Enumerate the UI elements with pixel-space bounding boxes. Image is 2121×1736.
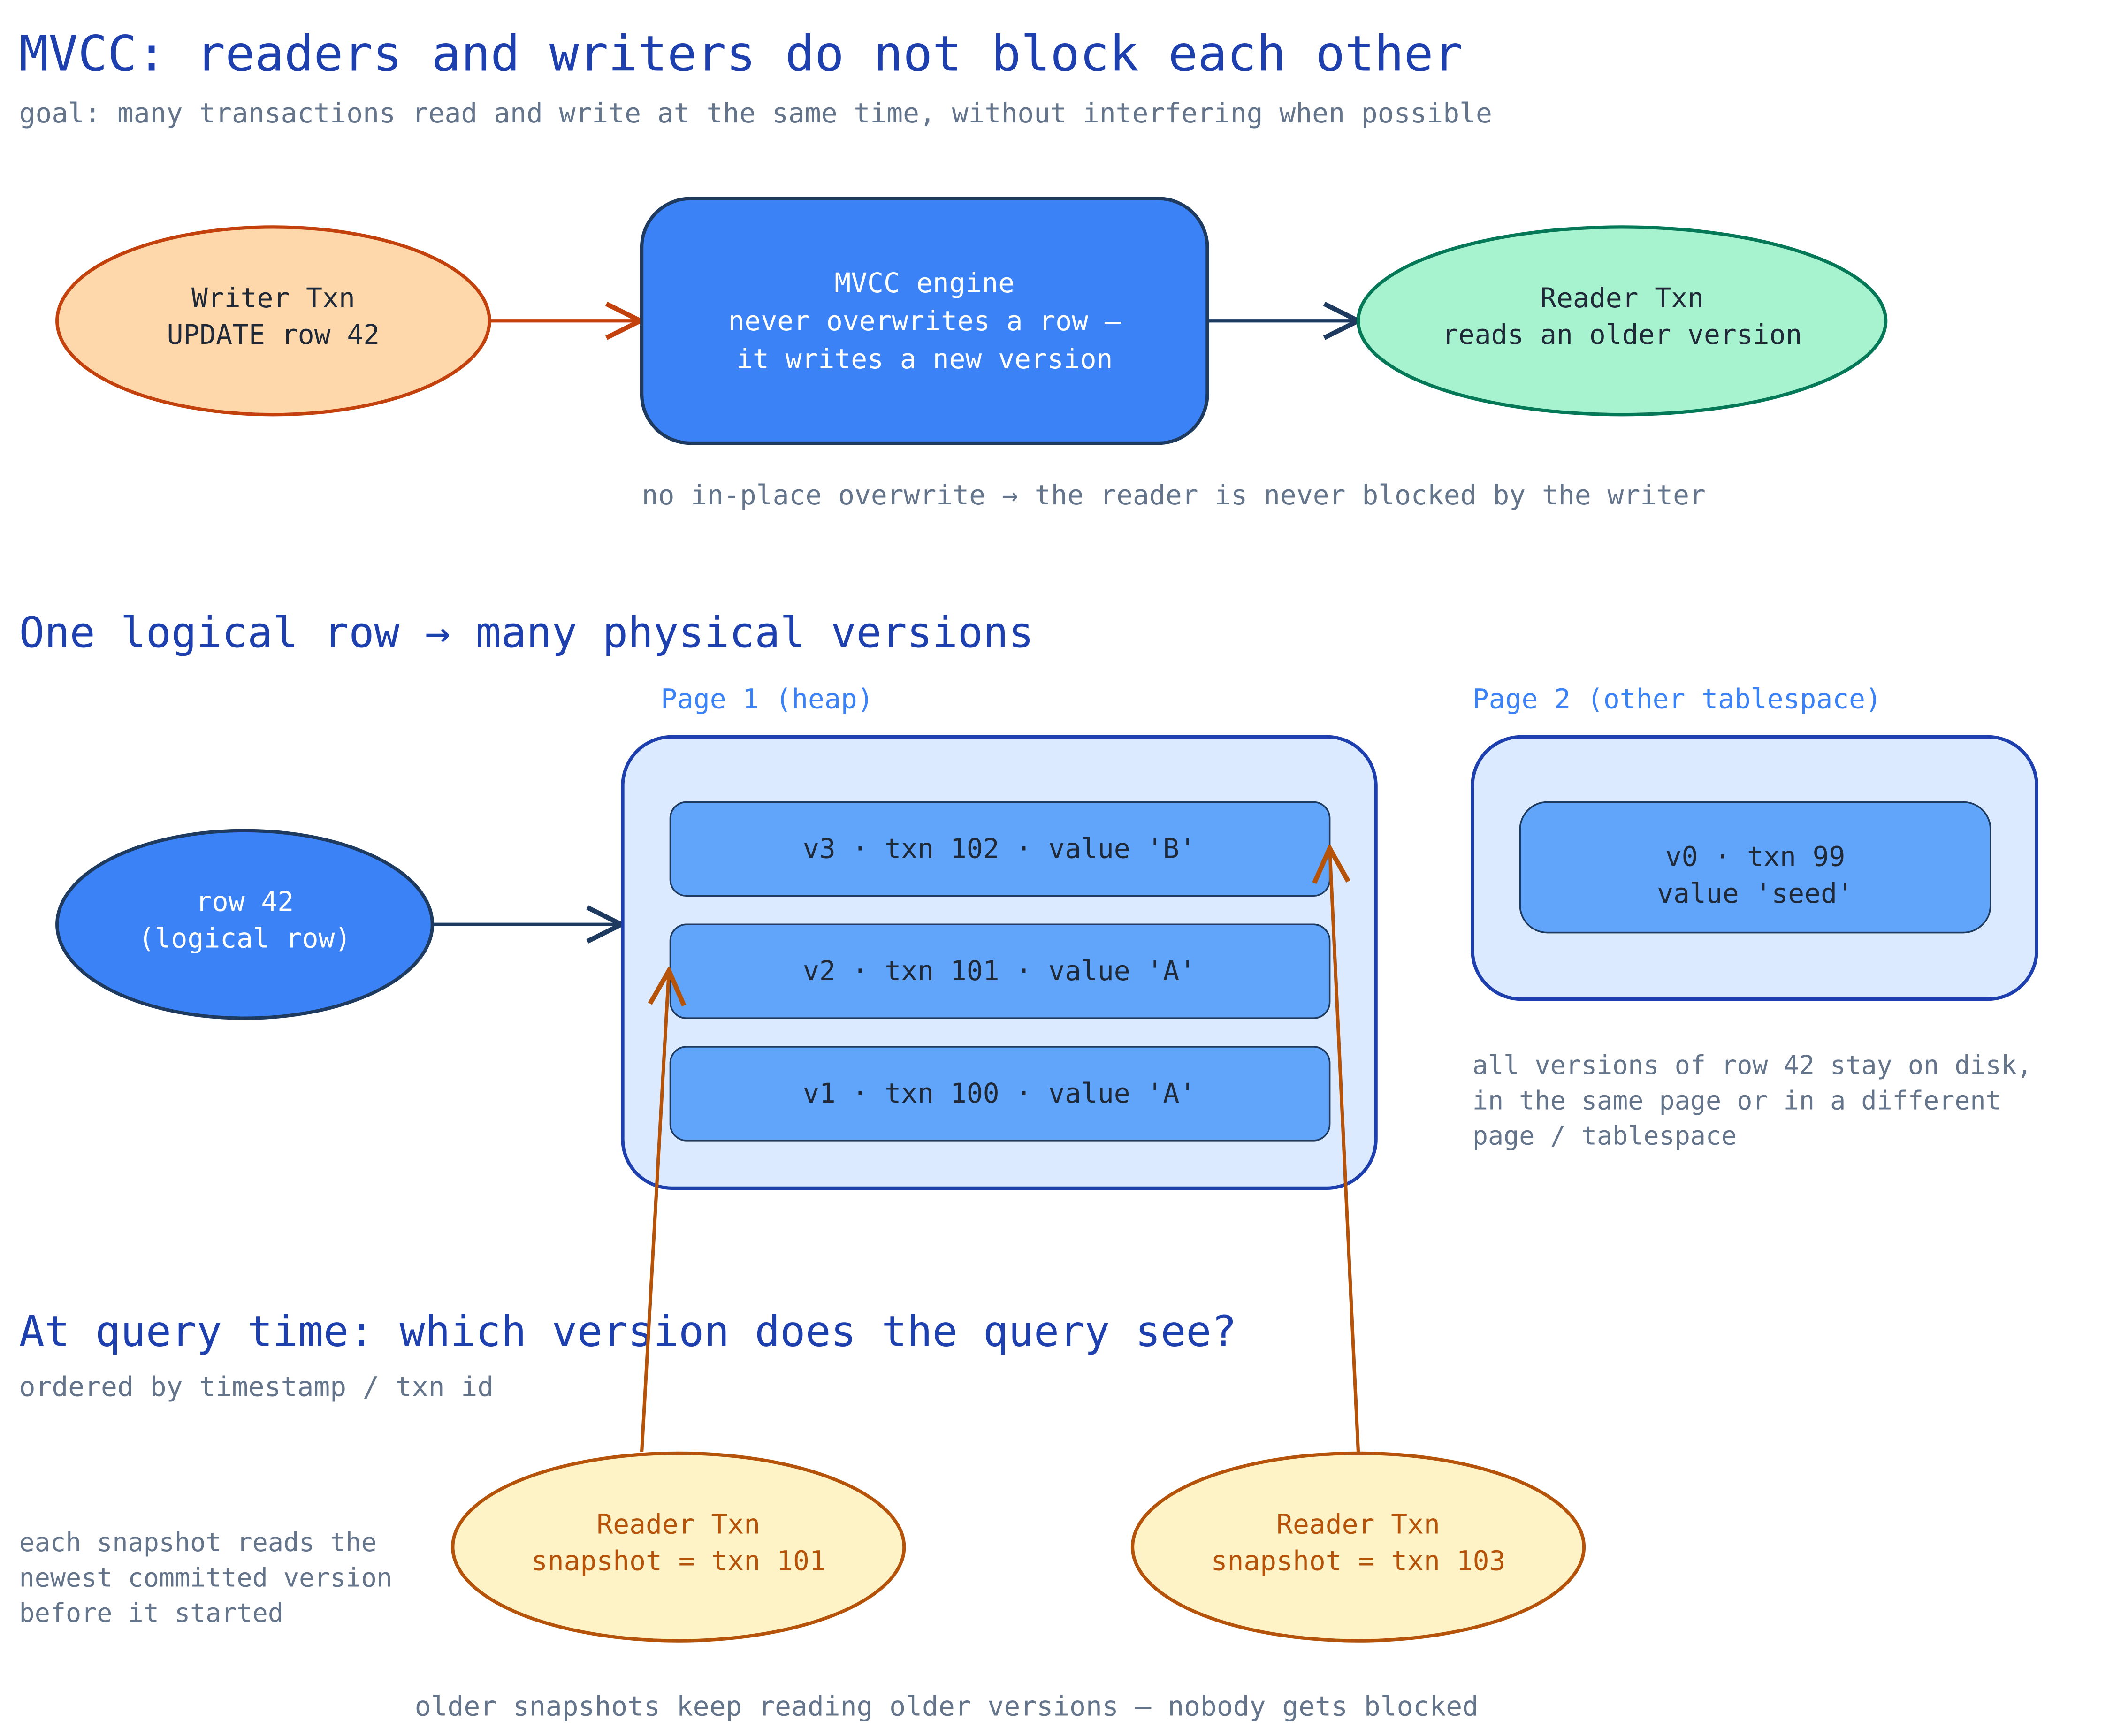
version-v0: v0 · txn 99 value 'seed': [1519, 801, 1991, 934]
logical-row-node: row 42 (logical row): [55, 829, 434, 1020]
top-caption: no in-place overwrite → the reader is ne…: [642, 479, 1706, 511]
logical-row-title: row 42: [196, 885, 294, 917]
version-v1-label: v1 · txn 100 · value 'A': [803, 1077, 1196, 1109]
disk-note-line-1: all versions of row 42 stay on disk,: [1472, 1050, 2032, 1080]
disk-note-line-3: page / tablespace: [1472, 1121, 1737, 1151]
footer-note: older snapshots keep reading older versi…: [415, 1690, 1479, 1722]
diagram-title: MVCC: readers and writers do not block e…: [19, 25, 1463, 83]
disk-note-line-2: in the same page or in a different: [1472, 1085, 2001, 1115]
page2-label: Page 2 (other tablespace): [1472, 683, 1882, 715]
reader-101-title: Reader Txn: [596, 1508, 760, 1540]
snapshot-103-to-v3-arrow: [1330, 848, 1360, 1452]
page1-label: Page 1 (heap): [661, 683, 873, 715]
reader-103-snapshot: snapshot = txn 103: [1211, 1545, 1506, 1576]
engine-title: MVCC engine: [834, 267, 1015, 299]
snapshot-101-to-v2-arrow: [640, 971, 669, 1452]
reader-snapshot-103-node: Reader Txn snapshot = txn 103: [1130, 1451, 1586, 1643]
reader-snapshot-101-node: Reader Txn snapshot = txn 101: [451, 1451, 906, 1643]
version-v3-label: v3 · txn 102 · value 'B': [803, 832, 1196, 864]
reader-101-snapshot: snapshot = txn 101: [531, 1545, 826, 1576]
side-note-line-1: each snapshot reads the: [19, 1527, 377, 1557]
snapshot-side-note: each snapshot reads the newest committed…: [19, 1527, 392, 1628]
diagram-subtitle: goal: many transactions read and write a…: [19, 97, 1492, 129]
query-heading: At query time: which version does the qu…: [19, 1307, 1237, 1356]
reader-103-title: Reader Txn: [1276, 1508, 1440, 1540]
page1-container: v3 · txn 102 · value 'B' v2 · txn 101 · …: [621, 735, 1378, 1190]
writer-txn-node: Writer Txn UPDATE row 42: [55, 225, 491, 417]
version-v0-title: v0 · txn 99: [1665, 841, 1846, 873]
version-v0-value: value 'seed': [1657, 877, 1854, 909]
reader-txn-node: Reader Txn reads an older version: [1356, 225, 1888, 417]
engine-line-2: never overwrites a row —: [728, 305, 1121, 337]
version-v1: v1 · txn 100 · value 'A': [669, 1046, 1331, 1142]
mvcc-engine-node: MVCC engine never overwrites a row — it …: [640, 197, 1209, 445]
side-note-line-2: newest committed version: [19, 1562, 392, 1592]
query-subheading: ordered by timestamp / txn id: [19, 1371, 494, 1403]
page2-container: v0 · txn 99 value 'seed': [1471, 735, 2038, 1001]
version-v2-label: v2 · txn 101 · value 'A': [803, 955, 1196, 987]
version-v3: v3 · txn 102 · value 'B': [669, 801, 1331, 897]
engine-line-3: it writes a new version: [736, 343, 1113, 375]
reader-txn-title: Reader Txn: [1540, 282, 1704, 314]
writer-txn-detail: UPDATE row 42: [167, 319, 380, 350]
reader-txn-detail: reads an older version: [1442, 319, 1802, 350]
version-v2: v2 · txn 101 · value 'A': [669, 923, 1331, 1019]
versions-heading: One logical row → many physical versions: [19, 609, 1034, 657]
disk-note: all versions of row 42 stay on disk, in …: [1472, 1050, 2032, 1151]
side-note-line-3: before it started: [19, 1598, 283, 1628]
writer-txn-title: Writer Txn: [191, 282, 355, 314]
logical-row-detail: (logical row): [138, 922, 351, 954]
